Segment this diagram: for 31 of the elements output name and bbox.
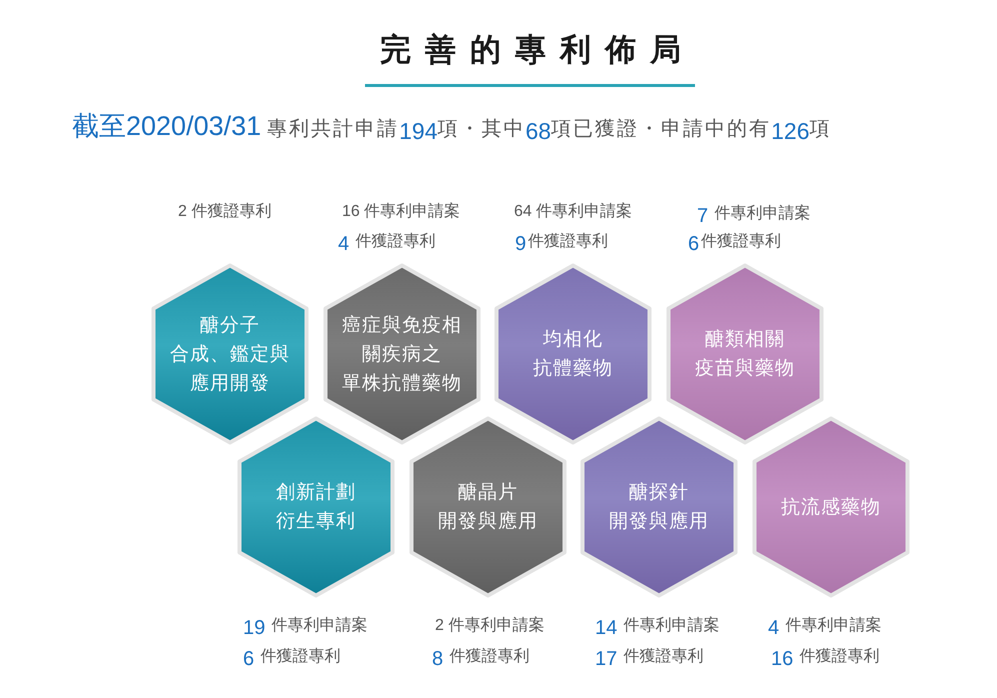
patent-count-text: 2 件獲證專利 [178, 202, 272, 222]
hexagon-label: 癌症與免疫相關疾病之單株抗體藥物 [342, 314, 462, 396]
hexagon-tile [409, 416, 567, 598]
hexagon-label: 醣類相關疫苗與藥物 [695, 328, 795, 381]
hexagon-label: 抗流感藥物 [781, 496, 881, 520]
hexagon-tile [494, 263, 652, 445]
patent-count-text: 64 件專利申請案 [514, 202, 632, 222]
patent-count-text: 14 件專利申請案 [595, 615, 720, 636]
hexagon-tile [237, 416, 395, 598]
hexagon-tile [323, 263, 481, 445]
patent-count-text: 8 件獲證專利 [432, 646, 530, 667]
patent-count-text: 16 件專利申請案 [342, 202, 460, 222]
hexagon-label: 醣探針開發與應用 [609, 481, 709, 534]
hexagon-label: 均相化抗體藥物 [533, 328, 613, 381]
patent-count-text: 6 件獲證專利 [243, 646, 341, 667]
page-title: 完善的專利佈局 [380, 31, 695, 69]
hexagon-tile [666, 263, 824, 445]
hexagon-label: 醣晶片開發與應用 [438, 481, 538, 534]
hexagon-tile [151, 263, 309, 445]
patent-count-text: 4 件專利申請案 [768, 615, 882, 636]
patent-count-text: 19 件專利申請案 [243, 615, 368, 636]
patent-count-text: 4 件獲證專利 [338, 232, 436, 252]
patent-count-text: 7 件專利申請案 [697, 203, 811, 224]
patent-count-text: 17 件獲證專利 [595, 646, 704, 667]
patent-count-text: 2 件專利申請案 [435, 616, 544, 636]
hexagon-label: 醣分子合成、鑑定與應用開發 [170, 314, 290, 396]
hexagon-tile [752, 416, 910, 598]
date-text: 截至2020/03/31 [72, 110, 262, 143]
hexagon-label: 創新計劃衍生專利 [276, 481, 356, 534]
hexagon-tile [580, 416, 738, 598]
patent-count-text: 16 件獲證專利 [771, 646, 880, 667]
